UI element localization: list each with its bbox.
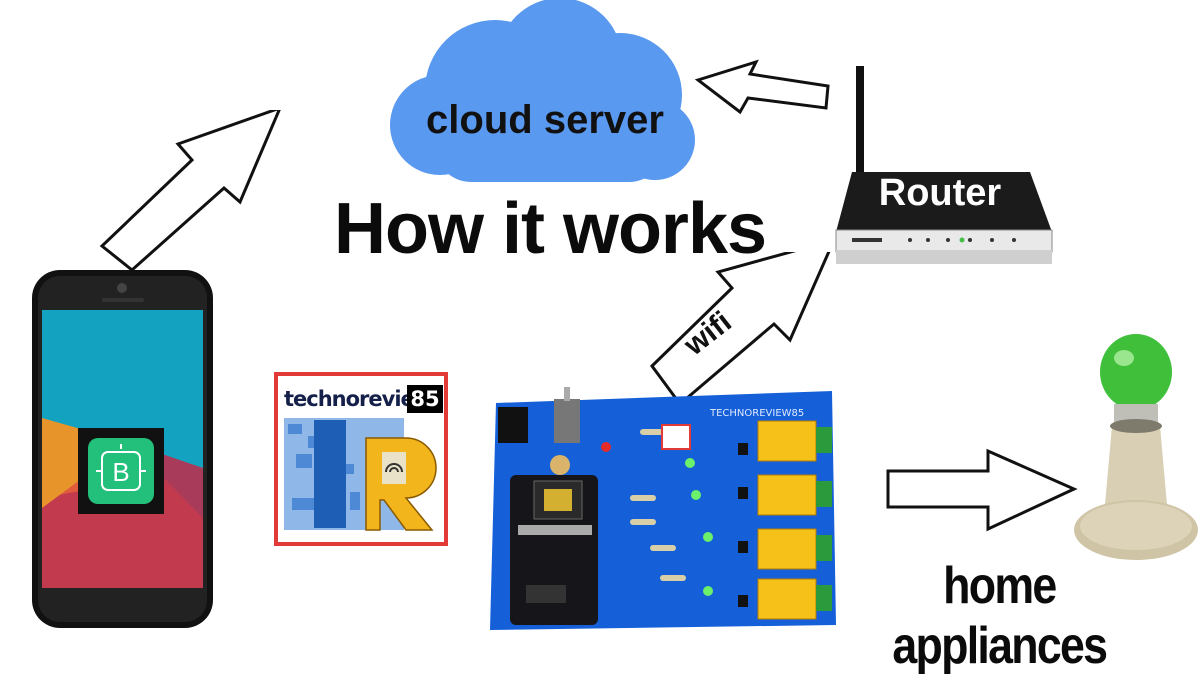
home-appliances-label: home appliances [892,557,1108,675]
arrow-phone-to-cloud [99,110,281,270]
light-bulb-icon [1074,334,1198,560]
logo-text: technoreview [284,387,433,411]
wifi-arrow [650,252,831,402]
blynk-app-letter: B [112,457,129,487]
arrow-board-to-appliance [886,448,1078,532]
relay-circuit-board [490,387,836,630]
board-name-label: TECHNOREVIEW85 [710,408,805,419]
arrow-router-to-cloud [694,59,830,115]
smartphone-icon: B [32,270,213,628]
cloud-server-icon [390,0,695,182]
router-icon [835,66,1053,264]
logo-number: 85 [407,385,443,413]
router-label: Router [878,172,1002,214]
cloud-server-label: cloud server [426,98,664,142]
page-title: How it works [333,189,767,269]
